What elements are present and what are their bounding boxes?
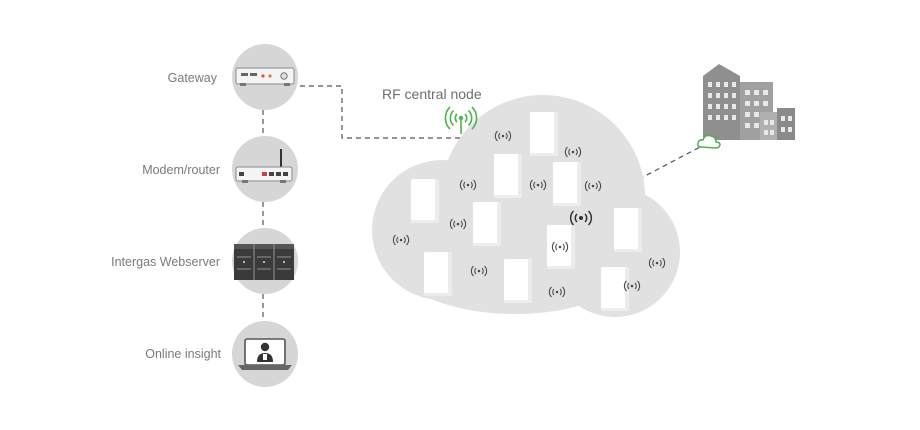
router-icon (235, 149, 293, 183)
gateway-icon (235, 67, 295, 86)
cloud-icon (697, 134, 721, 149)
rf-antenna-icon (444, 106, 478, 134)
node-label-webserver: Intergas Webserver (111, 255, 220, 269)
node-label-online-insight: Online insight (145, 347, 221, 361)
server-rack-icon (234, 244, 294, 280)
rf-central-node-label: RF central node (382, 86, 482, 102)
laptop-user-icon (238, 338, 292, 370)
central-signal-icon (569, 210, 593, 226)
gateway-to-rf-line (300, 85, 460, 139)
node-label-modem-router: Modem/router (142, 163, 220, 177)
buildings-icon (703, 64, 795, 140)
node-label-gateway: Gateway (167, 71, 217, 85)
